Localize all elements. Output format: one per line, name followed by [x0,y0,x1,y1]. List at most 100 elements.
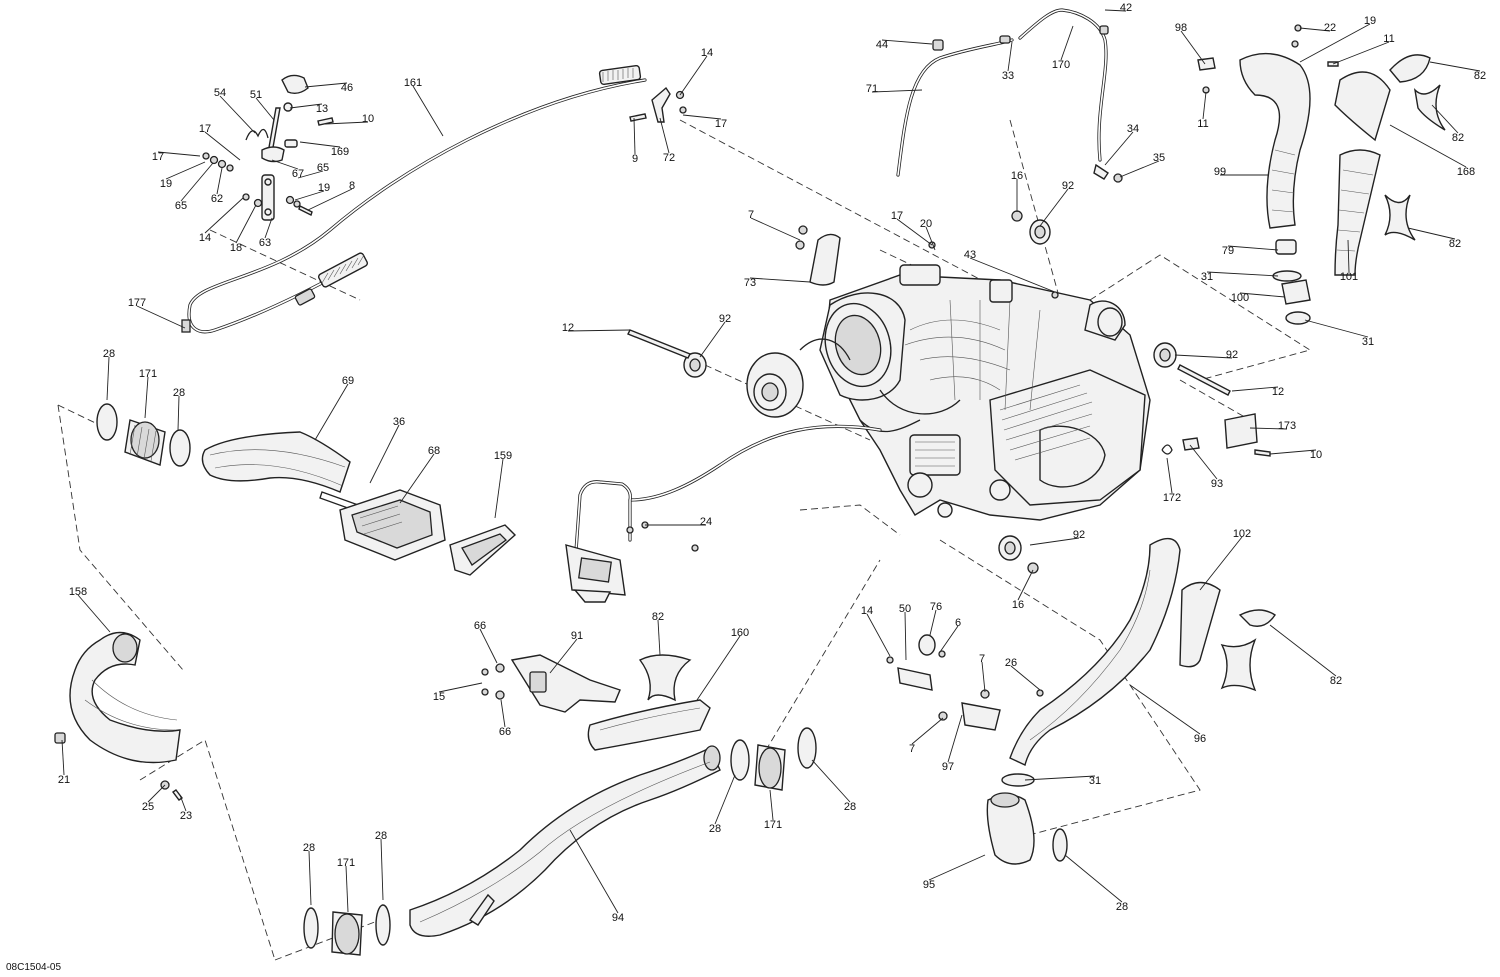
callout-label-12: 12 [562,322,574,334]
callout-label-17: 17 [152,151,164,163]
callout-label-159: 159 [494,450,512,462]
callout-leader-171 [769,789,774,821]
callout-leader-16 [1017,569,1034,601]
callout-leader-82 [1269,624,1337,677]
callout-leader-91 [549,638,578,674]
cable-clip [181,319,191,333]
bracket-50-97 [886,634,1044,731]
callout-leader-11 [1332,41,1390,65]
frame-159 [449,524,517,576]
callout-label-92: 92 [1073,529,1085,541]
callout-leader-98 [1180,30,1206,65]
callout-leader-14 [866,613,891,657]
callout-leader-82 [657,619,661,656]
callout-label-50: 50 [899,603,911,615]
callout-label-22: 22 [1324,22,1336,34]
callout-leader-14 [204,197,244,234]
small-fasteners [202,117,334,216]
clamp-28d [797,727,817,769]
callout-leader-34 [1104,131,1134,166]
clamp-28f [375,904,391,946]
callout-label-19: 19 [318,182,330,194]
callout-label-82: 82 [652,611,664,623]
callout-leader-93 [1189,444,1218,480]
clamp-28c [730,739,750,781]
callout-leader-31 [1024,775,1096,781]
callout-leader-19 [294,190,325,201]
callout-leaders [61,9,1481,914]
callout-leader-82 [1431,104,1459,134]
callout-label-16: 16 [1011,170,1023,182]
assembly-guide-lines [57,119,1312,961]
callout-leader-172 [1166,457,1173,494]
callout-label-92: 92 [719,313,731,325]
callout-label-158: 158 [69,586,87,598]
callout-leader-42 [1104,9,1127,12]
callout-label-46: 46 [341,82,353,94]
callout-label-6: 6 [955,617,961,629]
callout-leader-97 [947,714,963,763]
callout-label-66: 66 [474,620,486,632]
pipe-99 [1239,52,1311,229]
doc-id: 08C1504-05 [6,962,61,973]
clamp-28a [96,403,118,441]
callout-label-12: 12 [1272,386,1284,398]
exhaust-right-upper [1197,24,1391,325]
exhaust-shield-160 [587,699,711,751]
callout-leader-28 [308,850,312,906]
callout-leader-28 [1064,854,1123,903]
callout-label-19: 19 [160,178,172,190]
callout-label-65: 65 [175,200,187,212]
callout-leader-14 [679,55,708,96]
lower-couplers [303,727,817,956]
callout-leader-7 [750,217,801,241]
callout-leader-12 [1231,386,1279,392]
callout-label-9: 9 [632,153,638,165]
callout-label-102: 102 [1233,528,1251,540]
callout-leader-158 [77,594,111,633]
callout-label-28: 28 [303,842,315,854]
throttle-cable [181,64,647,334]
callout-label-94: 94 [612,912,624,924]
callout-label-82: 82 [1452,132,1464,144]
callout-leader-66 [479,628,498,664]
callout-label-14: 14 [701,47,713,59]
callout-label-72: 72 [663,152,675,164]
callout-label-92: 92 [1226,349,1238,361]
callout-leader-62 [216,167,223,195]
callout-leader-33 [1007,41,1013,72]
cable-spring-top [598,64,642,86]
callout-leader-65 [180,162,214,202]
airbox-68 [339,489,446,561]
callout-label-63: 63 [259,237,271,249]
callout-leader-15 [438,682,483,693]
callout-label-160: 160 [731,627,749,639]
callout-label-35: 35 [1153,152,1165,164]
callout-label-11: 11 [1383,33,1394,45]
callout-label-21: 21 [58,774,70,786]
shield-102 [1179,581,1221,668]
callout-label-43: 43 [964,249,976,261]
callout-label-10: 10 [1310,449,1322,461]
callout-label-82: 82 [1330,675,1342,687]
callout-leader-171 [345,865,349,913]
callout-label-76: 76 [930,601,942,613]
callout-label-171: 171 [337,857,355,869]
callout-leader-25 [147,784,166,803]
callout-leader-28 [380,838,384,901]
callout-leader-160 [696,635,741,701]
callout-leader-20 [925,226,936,251]
callout-leader-66 [500,699,506,728]
callout-label-170: 170 [1052,59,1070,71]
callout-leader-7 [981,661,986,693]
cable-bracket [629,86,687,123]
callout-label-69: 69 [342,375,354,387]
coupler-171b [754,744,786,791]
callout-label-93: 93 [1211,478,1223,490]
callout-leader-101 [1347,239,1350,273]
callout-label-171: 171 [764,819,782,831]
callout-label-31: 31 [1089,775,1101,787]
callout-leader-19 [1299,23,1371,63]
callout-label-28: 28 [173,387,185,399]
callout-leader-173 [1249,427,1288,430]
